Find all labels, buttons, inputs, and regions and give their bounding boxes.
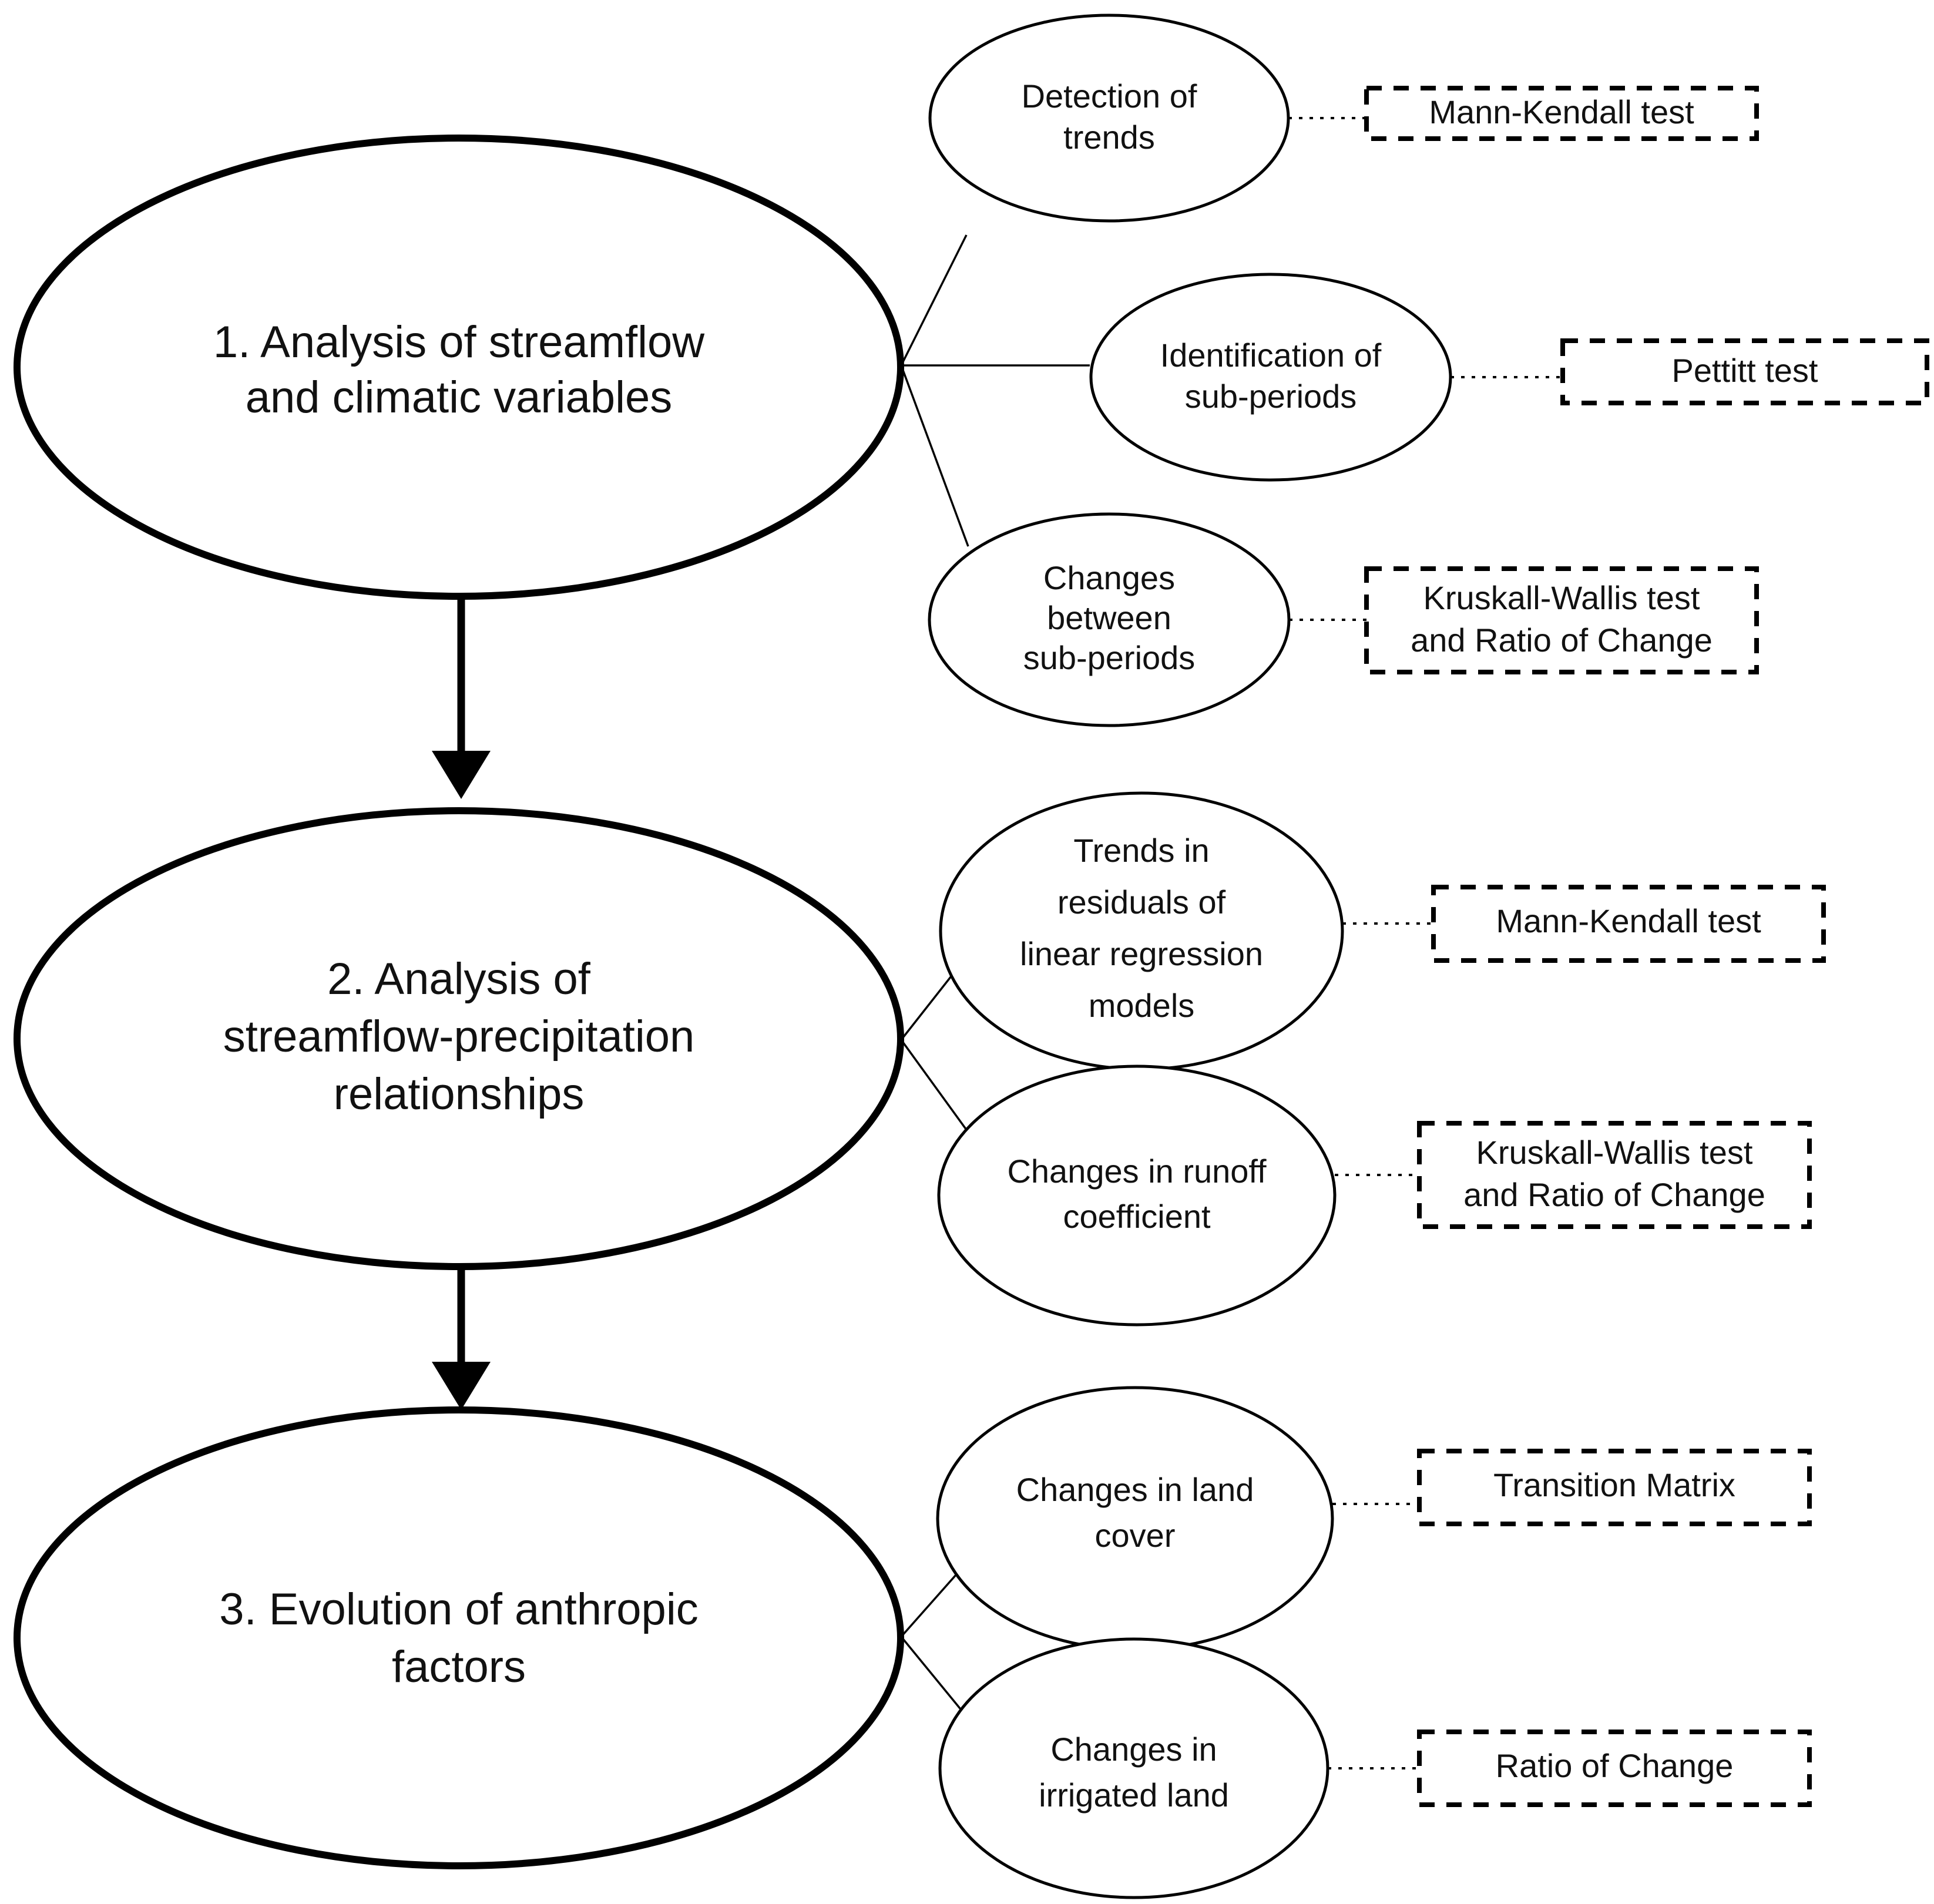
stage-2-label-line-2: streamflow-precipitation [223, 1012, 695, 1062]
method-kruskall-wallis-2-box[interactable] [1417, 1121, 1812, 1229]
task-changes-in-land-cover-label-line-1: Changes in land [1016, 1471, 1254, 1508]
stage-2-label-line-1: 2. Analysis of [327, 954, 591, 1004]
stage-1-label-line-2: and climatic variables [246, 372, 673, 422]
connector-stage2-to-task-changes-in-runoff-coefficient [900, 1039, 971, 1135]
task-trends-in-residuals-label-line-3: linear regression [1020, 935, 1263, 972]
stage-1-label-line-1: 1. Analysis of streamflow [213, 317, 705, 367]
stage-3-label-line-1: 3. Evolution of anthropic [219, 1584, 698, 1634]
method-kruskall-wallis-2-label-line-2: and Ratio of Change [1463, 1176, 1765, 1213]
method-pettitt-test-box[interactable] [1560, 338, 1929, 405]
stage-2-label-line-3: relationships [334, 1069, 585, 1119]
task-changes-in-irrigated-land-ellipse[interactable] [938, 1637, 1329, 1899]
method-transition-matrix-box[interactable] [1417, 1449, 1812, 1526]
task-changes-in-runoff-coefficient-label-line-1: Changes in runoff [1007, 1153, 1266, 1190]
task-changes-in-land-cover-label-line-2: cover [1095, 1517, 1176, 1554]
method-kruskall-wallis-1-label-line-1: Kruskall-Wallis test [1423, 579, 1700, 616]
task-changes-between-sub-periods-label-line-1: Changes [1043, 559, 1175, 596]
connector-stage1-to-task-changes-between-sub-periods [900, 365, 969, 547]
task-changes-in-irrigated-land-label-line-2: irrigated land [1039, 1777, 1229, 1814]
method-kruskall-wallis-2-label-line-1: Kruskall-Wallis test [1476, 1134, 1753, 1171]
method-mann-kendall-test-1-box[interactable] [1364, 86, 1759, 141]
method-kruskall-wallis-1-label-line-2: and Ratio of Change [1411, 622, 1713, 659]
method-ratio-of-change-box[interactable] [1417, 1730, 1812, 1807]
task-identification-of-sub-periods-label-line-2: sub-periods [1185, 378, 1357, 415]
task-changes-in-runoff-coefficient-ellipse[interactable] [937, 1065, 1337, 1327]
arrow-stage1-to-stage2 [432, 597, 491, 799]
stage-3-ellipse[interactable] [14, 1406, 904, 1869]
task-changes-between-sub-periods-label-line-2: between [1047, 599, 1171, 636]
arrow-stage2-to-stage3-head [432, 1362, 491, 1410]
stage3-connectors [900, 1559, 972, 1722]
task-detection-of-trends-label-line-2: trends [1063, 119, 1155, 156]
arrow-stage2-to-stage3 [432, 1267, 491, 1410]
method-mann-kendall-test-2-box[interactable] [1431, 885, 1826, 963]
task-identification-of-sub-periods-label-line-1: Identification of [1160, 337, 1382, 374]
method-mann-kendall-test-2-label: Mann-Kendall test [1496, 902, 1761, 939]
method-ratio-of-change-label: Ratio of Change [1496, 1747, 1734, 1784]
task-changes-in-runoff-coefficient-label-line-2: coefficient [1063, 1198, 1211, 1235]
method-transition-matrix-label: Transition Matrix [1493, 1466, 1735, 1503]
stage-1-ellipse[interactable] [14, 135, 904, 600]
method-mann-kendall-test-1-label: Mann-Kendall test [1429, 93, 1694, 130]
connector-stage3-to-task-changes-in-irrigated-land [900, 1636, 972, 1722]
connector-stage1-to-task-detection-of-trends [900, 234, 968, 366]
method-pettitt-test-label: Pettitt test [1672, 352, 1818, 389]
task-changes-between-sub-periods-label-line-3: sub-periods [1023, 639, 1196, 676]
task-trends-in-residuals-label-line-2: residuals of [1057, 884, 1226, 921]
task-trends-in-residuals-label-line-4: models [1089, 987, 1195, 1024]
arrow-stage1-to-stage2-head [432, 751, 491, 799]
stage1-connectors [900, 234, 1090, 547]
task-detection-of-trends-label-line-1: Detection of [1022, 78, 1197, 115]
task-changes-in-irrigated-land-label-line-1: Changes in [1050, 1731, 1217, 1768]
task-trends-in-residuals-label-line-1: Trends in [1073, 832, 1209, 869]
method-kruskall-wallis-1-box[interactable] [1364, 566, 1759, 674]
stage-3-label-line-2: factors [392, 1642, 526, 1692]
